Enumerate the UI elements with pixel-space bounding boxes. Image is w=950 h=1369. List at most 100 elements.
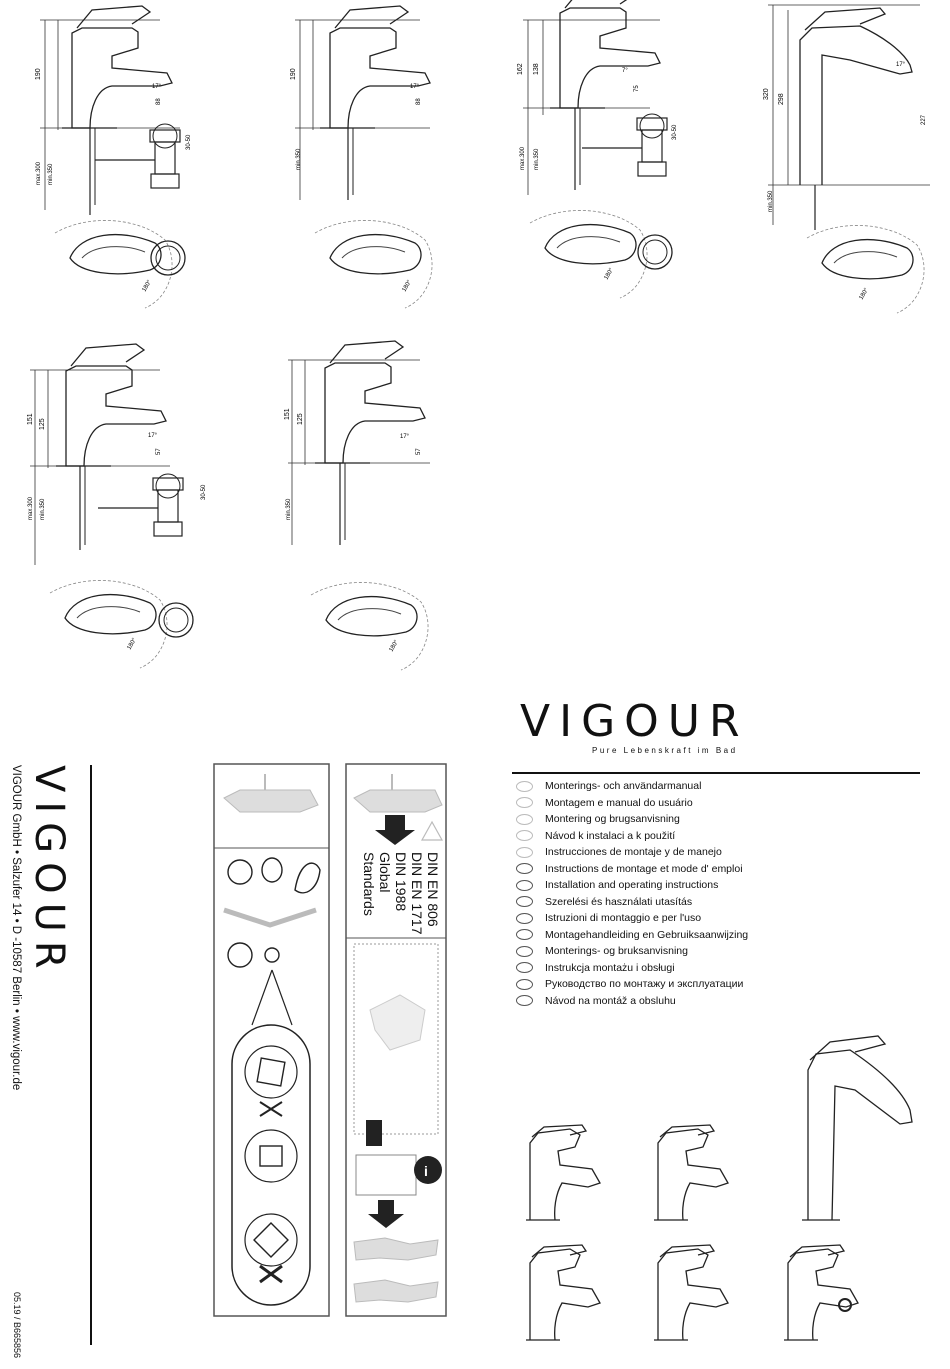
installation-panels: i <box>213 763 447 1317</box>
language-bullet-icon <box>516 813 533 825</box>
brand-tagline: Pure Lebenskraft im Bad <box>592 746 738 755</box>
svg-text:max.300: max.300 <box>28 496 34 520</box>
standard-din-en-806: DIN EN 806 <box>425 852 441 927</box>
drawing-basin-mixer-1: 190 17° 88 max.300 min.350 30-50 180° <box>35 5 192 309</box>
language-list: Monterings- och användarmanual Montagem … <box>516 778 748 1009</box>
svg-text:180°: 180° <box>859 287 871 301</box>
language-item: Istruzioni di montaggio e per l'uso <box>516 910 748 927</box>
svg-text:75: 75 <box>634 85 640 92</box>
company-address: VIGOUR GmbH • Salzufer 14 • D -10587 Ber… <box>10 765 22 1091</box>
svg-text:min.350: min.350 <box>286 498 292 520</box>
standard-din-1988: DIN 1988 <box>393 852 409 912</box>
svg-text:17°: 17° <box>896 62 906 68</box>
svg-text:151: 151 <box>284 408 291 420</box>
product-basin-mixer-icon <box>525 1124 601 1221</box>
language-item: Návod na montáž a obsluhu <box>516 993 748 1010</box>
svg-text:30-50: 30-50 <box>201 484 207 500</box>
info-icon <box>414 1156 442 1184</box>
technical-drawings: 190 17° 88 max.300 min.350 30-50 180° 19… <box>27 0 930 671</box>
svg-text:125: 125 <box>39 418 46 430</box>
language-item: Monterings- och användarmanual <box>516 778 748 795</box>
svg-text:180°: 180° <box>127 637 139 651</box>
drawing-tall-basin-mixer: 320 298 17° 227 min.350 180° <box>763 4 930 314</box>
language-item: Instrukcja montażu i obsługi <box>516 960 748 977</box>
svg-text:30-50: 30-50 <box>672 124 678 140</box>
svg-text:min.350: min.350 <box>40 498 46 520</box>
product-lineup <box>525 1035 913 1341</box>
language-bullet-icon <box>516 896 533 908</box>
language-bullet-icon <box>516 780 533 792</box>
product-basin-mixer-icon <box>653 1124 729 1221</box>
panel-cartridge <box>213 763 330 1317</box>
language-bullet-icon <box>516 945 533 957</box>
svg-text:162: 162 <box>517 63 524 75</box>
language-bullet-icon <box>516 863 533 875</box>
svg-text:180°: 180° <box>402 279 414 293</box>
drawing-basin-mixer-small-1: 151 125 17° 57 max.300 min.350 30-50 180… <box>27 343 207 669</box>
svg-text:298: 298 <box>778 93 785 105</box>
brand-divider <box>512 772 920 774</box>
brand-logo: VIGOUR <box>520 696 749 747</box>
svg-text:min.350: min.350 <box>48 163 54 185</box>
svg-text:180°: 180° <box>604 267 616 281</box>
svg-text:57: 57 <box>156 448 162 455</box>
language-item: Montering og brugsanvisning <box>516 811 748 828</box>
language-bullet-icon <box>516 962 533 974</box>
drawing-basin-mixer-small-2: 151 125 17° 57 min.350 180° <box>284 340 430 671</box>
language-item: Monterings- og bruksanvisning <box>516 943 748 960</box>
product-basin-mixer-icon <box>653 1244 729 1341</box>
svg-text:17°: 17° <box>400 434 410 440</box>
company-divider <box>90 765 92 1345</box>
drawing-bidet-mixer: 162 138 7° 75 max.300 min.350 30-50 180° <box>517 0 678 299</box>
language-item: Montagem e manual do usuário <box>516 795 748 812</box>
language-bullet-icon <box>516 879 533 891</box>
svg-text:125: 125 <box>297 413 304 425</box>
language-bullet-icon <box>516 912 533 924</box>
svg-text:i: i <box>424 1163 428 1179</box>
drawing-basin-mixer-2: 190 17° 88 min.350 180° <box>290 5 433 309</box>
language-item: Instrucciones de montaje y de manejo <box>516 844 748 861</box>
svg-text:17°: 17° <box>148 433 158 439</box>
language-item: Szerelési és használati utasítás <box>516 894 748 911</box>
svg-text:88: 88 <box>416 98 422 105</box>
language-item: Montagehandleiding en Gebruiksaanwijzing <box>516 927 748 944</box>
svg-text:190: 190 <box>290 68 297 80</box>
product-basin-mixer-icon <box>525 1244 601 1341</box>
svg-text:180°: 180° <box>389 639 401 653</box>
svg-text:190: 190 <box>35 68 42 80</box>
language-bullet-icon <box>516 978 533 990</box>
svg-text:7°: 7° <box>622 68 628 74</box>
language-item: Návod k instalaci a k použití <box>516 828 748 845</box>
svg-text:227: 227 <box>921 114 927 125</box>
language-item: Installation and operating instructions <box>516 877 748 894</box>
standard-din-en-1717: DIN EN 1717 <box>409 852 425 935</box>
language-bullet-icon <box>516 846 533 858</box>
language-item: Instructions de montage et mode d' emplo… <box>516 861 748 878</box>
svg-text:max.300: max.300 <box>520 146 526 170</box>
svg-text:57: 57 <box>416 448 422 455</box>
standards-block: DIN EN 806 DIN EN 1717 DIN 1988 Global S… <box>361 852 441 934</box>
svg-text:30-50: 30-50 <box>186 134 192 150</box>
product-bidet-mixer-icon <box>783 1244 859 1341</box>
svg-text:180°: 180° <box>142 279 154 293</box>
svg-text:138: 138 <box>533 63 540 75</box>
language-item: Руководство по монтажу и эксплуатации <box>516 976 748 993</box>
standard-global: Global <box>377 852 393 893</box>
svg-text:max.300: max.300 <box>36 161 42 185</box>
language-bullet-icon <box>516 797 533 809</box>
svg-text:17°: 17° <box>410 84 420 90</box>
svg-text:320: 320 <box>763 88 770 100</box>
company-logo: VIGOUR <box>26 765 72 978</box>
language-bullet-icon <box>516 929 533 941</box>
language-bullet-icon <box>516 830 533 842</box>
svg-text:151: 151 <box>27 413 34 425</box>
language-bullet-icon <box>516 995 533 1007</box>
svg-text:min.350: min.350 <box>534 148 540 170</box>
svg-text:min.350: min.350 <box>296 148 302 170</box>
svg-text:min.350: min.350 <box>768 190 774 212</box>
svg-text:17°: 17° <box>152 84 162 90</box>
svg-text:88: 88 <box>156 98 162 105</box>
document-code: 05.19 / B665856 <box>12 1292 22 1359</box>
product-tall-mixer-icon <box>802 1035 913 1221</box>
standard-standards: Standards <box>361 852 377 916</box>
